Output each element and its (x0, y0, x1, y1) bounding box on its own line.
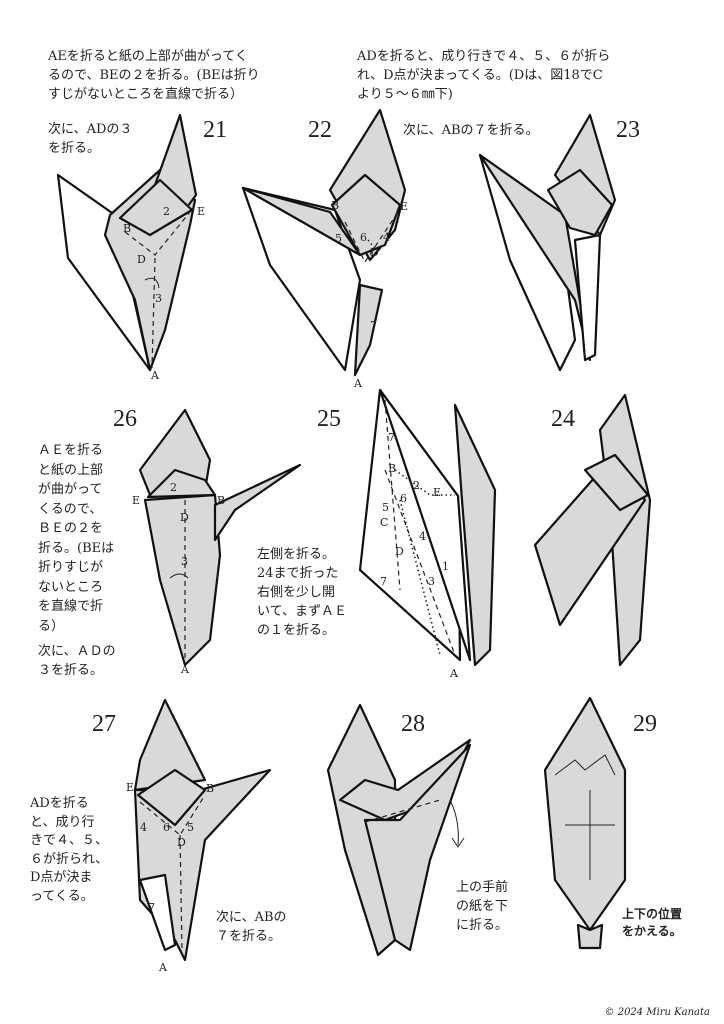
label-B: B (217, 494, 225, 507)
figure-step26: E B D 2 3 A (132, 408, 302, 676)
label-D: D (395, 545, 404, 558)
label-D: D (137, 253, 146, 266)
label-B: B (331, 199, 339, 212)
label-4: 4 (419, 530, 426, 543)
label-A: A (150, 369, 160, 382)
label-3: 3 (428, 575, 435, 588)
label-6: 6 (163, 821, 170, 834)
note-step25: 左側を折る。 24まで折った 右側を少し開 いて、まずＡＥ の１を折る。 (257, 547, 347, 638)
figure-step23 (478, 113, 617, 372)
note-step21: 次に、ADの３ を折る。 (48, 122, 133, 156)
label-7: 7 (388, 431, 395, 444)
label-C: C (380, 516, 388, 529)
label-5: 5 (382, 501, 389, 514)
label-E: E (400, 200, 408, 213)
note-top-left: AEを折ると紙の上部が曲がってく るので、BEの２を折る。(BEは折り すじがな… (48, 49, 260, 102)
label-7b: 7 (380, 575, 387, 588)
label-5: 5 (335, 232, 342, 245)
label-2: 2 (163, 205, 170, 218)
label-A: A (180, 663, 190, 676)
label-B: B (123, 222, 131, 235)
step-number-21: 21 (203, 117, 227, 143)
step-number-24: 24 (551, 406, 575, 432)
label-7: 7 (148, 901, 155, 914)
label-B: B (206, 782, 214, 795)
label-A: A (158, 961, 168, 974)
label-6: 6 (400, 492, 407, 505)
step-number-29: 29 (633, 711, 657, 737)
step-number-23: 23 (616, 117, 640, 143)
step-number-22: 22 (308, 117, 332, 143)
copyright: © 2024 Miru Kanata (604, 1007, 710, 1018)
label-3: 3 (181, 555, 188, 568)
label-E: E (433, 486, 441, 499)
note-top-right: ADを折ると、成り行きで４、５、６が折ら れ、D点が決まってくる。(Dは、図18… (357, 49, 611, 102)
figure-step25: 7 B 2 6 E 5 C 4 D 1 7 3 A (358, 388, 497, 680)
note-step27-next: 次に、ABの ７を折る。 (216, 910, 287, 944)
note-step26: ＡＥを折る と紙の上部 が曲がって くるので、 ＢＥの２を 折る。(BEは 折り… (38, 443, 115, 634)
figure-step21: B E D 2 3 A (56, 113, 205, 382)
note-step28: 上の手前 の紙を下 に折る。 (456, 880, 509, 933)
label-E: E (126, 781, 134, 794)
figure-step28 (326, 703, 472, 957)
label-A: A (353, 377, 363, 390)
note-step29: 上下の位置 をかえる。 (622, 907, 683, 938)
label-E: E (132, 494, 140, 507)
label-6: 6 (360, 231, 367, 244)
figure-step27: E B 4 6 5 D 7 A (126, 698, 272, 974)
label-D: D (177, 836, 186, 849)
figure-step22: B E D 5 6 4 7 A (241, 108, 408, 390)
note-step22-23: 次に、ABの７を折る。 (403, 123, 539, 138)
note-step26-next: 次に、ＡＤの ３を折る。 (38, 644, 116, 678)
label-4: 4 (383, 231, 390, 244)
note-step27: ADを折る と、成り行 きで４、５、 ６が折られ、 D点が決ま ってくる。 (30, 796, 109, 904)
label-A: A (449, 667, 459, 680)
step-number-27: 27 (92, 711, 116, 737)
label-B: B (388, 462, 396, 475)
step-number-26: 26 (113, 406, 137, 432)
step-number-28: 28 (401, 711, 425, 737)
label-4: 4 (140, 821, 147, 834)
label-D: D (370, 246, 379, 259)
label-1: 1 (442, 560, 449, 573)
label-D: D (180, 511, 189, 524)
label-2: 2 (413, 479, 420, 492)
label-5: 5 (187, 821, 194, 834)
label-2: 2 (170, 481, 177, 494)
step-number-25: 25 (317, 406, 341, 432)
figure-step29 (543, 696, 627, 950)
label-3: 3 (155, 292, 162, 305)
label-E: E (197, 205, 205, 218)
label-7: 7 (370, 319, 377, 332)
figure-step24 (533, 393, 652, 667)
